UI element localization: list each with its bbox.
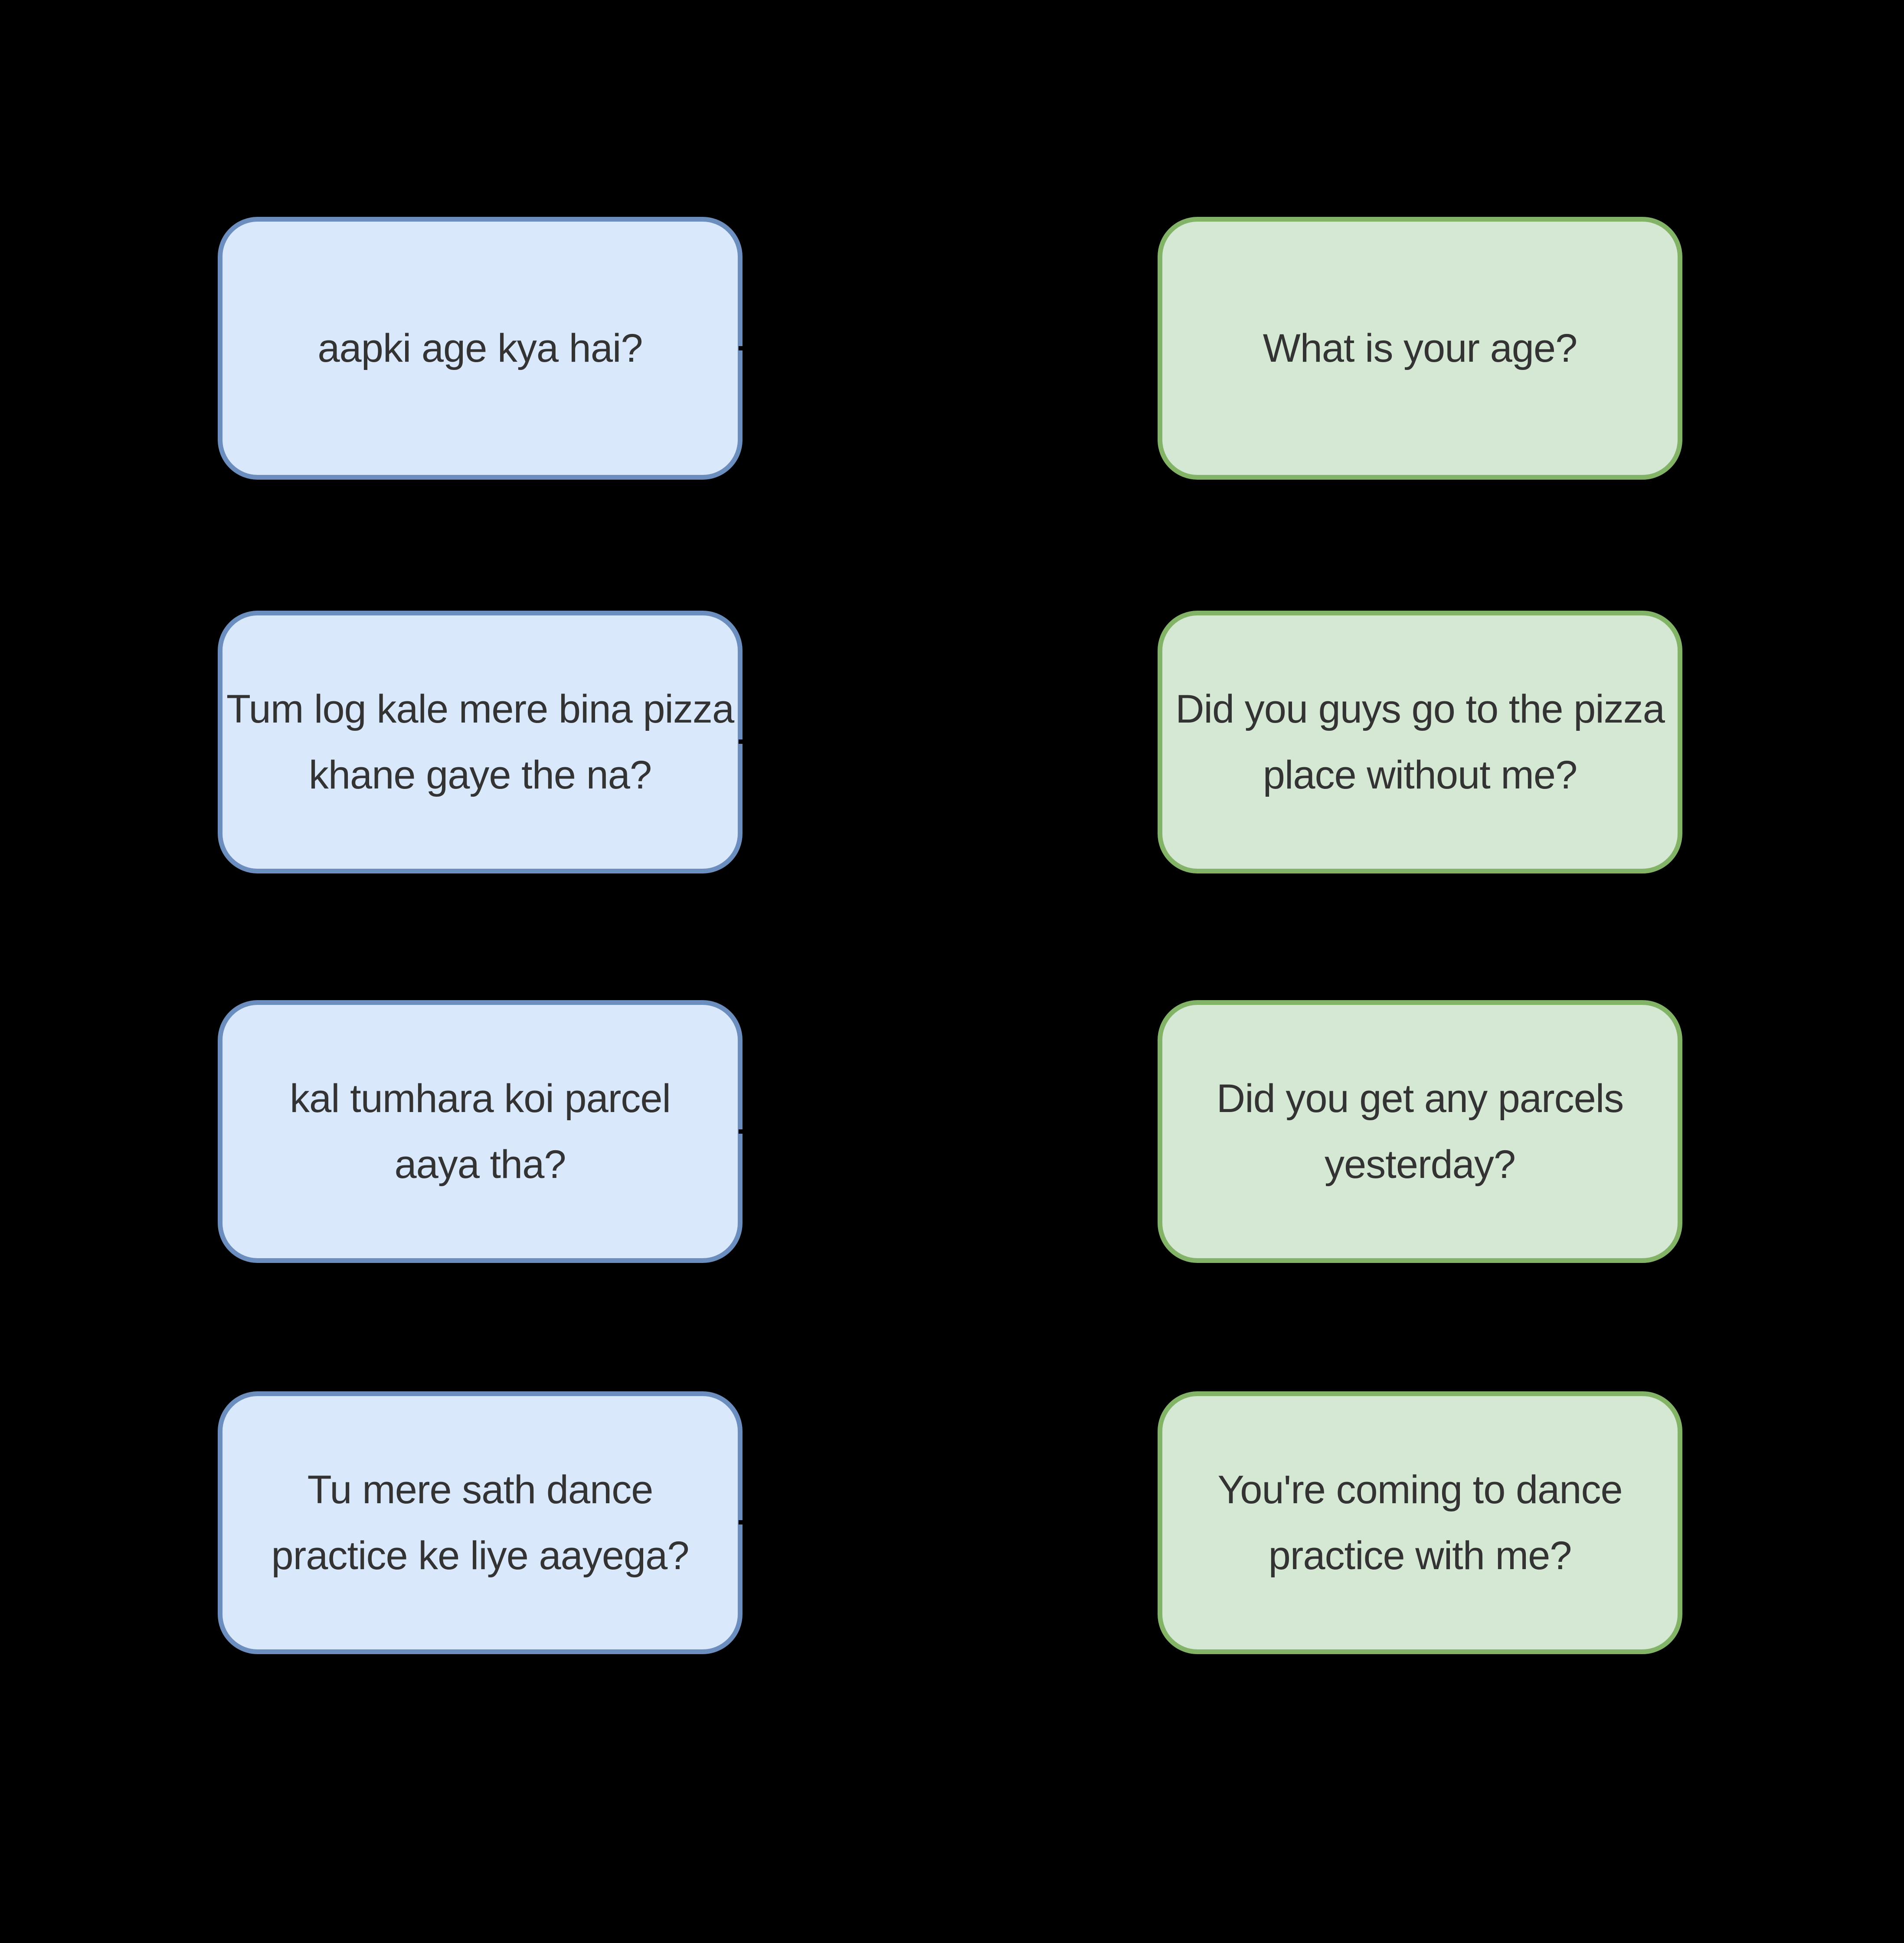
hinglish-box-2-label: Tum log kale mere bina pizza khane gaye …: [226, 687, 734, 797]
connector-arrow-1[interactable]: [739, 336, 1161, 360]
hinglish-box-3[interactable]: kal tumhara koi parcel aaya tha?: [218, 1000, 743, 1263]
connector-line: [739, 346, 1144, 350]
connector-line: [739, 739, 1144, 744]
english-box-4[interactable]: You're coming to dance practice with me?: [1158, 1391, 1682, 1654]
connector-arrow-2[interactable]: [739, 729, 1161, 754]
english-box-4-label: You're coming to dance practice with me?: [1217, 1468, 1623, 1578]
english-box-3-label: Did you get any parcels yesterday?: [1216, 1076, 1624, 1187]
hinglish-box-4-label: Tu mere sath dance practice ke liye aaye…: [271, 1468, 689, 1578]
english-box-3[interactable]: Did you get any parcels yesterday?: [1158, 1000, 1682, 1263]
hinglish-box-1[interactable]: aapki age kya hai?: [218, 217, 743, 480]
connector-arrow-3[interactable]: [739, 1119, 1161, 1144]
hinglish-box-4[interactable]: Tu mere sath dance practice ke liye aaye…: [218, 1391, 743, 1654]
connector-line: [739, 1129, 1144, 1134]
connector-arrow-4[interactable]: [739, 1510, 1161, 1534]
hinglish-box-3-label: kal tumhara koi parcel aaya tha?: [290, 1076, 671, 1187]
english-box-2[interactable]: Did you guys go to the pizza place witho…: [1158, 611, 1682, 873]
hinglish-box-1-label: aapki age kya hai?: [317, 326, 643, 370]
english-box-2-label: Did you guys go to the pizza place witho…: [1175, 687, 1665, 797]
hinglish-box-2[interactable]: Tum log kale mere bina pizza khane gaye …: [218, 611, 743, 873]
connector-line: [739, 1520, 1144, 1524]
english-box-1[interactable]: What is your age?: [1158, 217, 1682, 480]
english-box-1-label: What is your age?: [1263, 326, 1577, 370]
